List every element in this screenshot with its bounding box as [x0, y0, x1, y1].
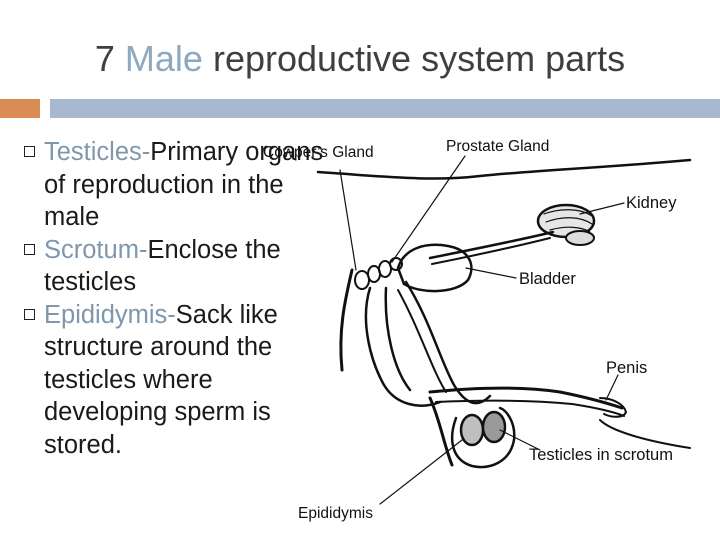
- title-highlight: Male: [124, 38, 203, 79]
- label-penis: Penis: [606, 359, 648, 377]
- bladder-shape: [396, 243, 473, 293]
- title-number: 7: [94, 38, 115, 79]
- ureter: [428, 230, 555, 260]
- checkbox-icon: [24, 243, 35, 255]
- ureter-inner: [431, 237, 551, 265]
- label-epididymis: Epididymis: [298, 505, 373, 522]
- accent-bar-orange: [0, 99, 40, 118]
- testicle-shapes: [459, 410, 507, 447]
- epididymis-leader: [379, 439, 463, 505]
- penis-tip: [599, 397, 627, 418]
- abdomen-curve: [339, 268, 354, 372]
- bullet-text: Enclose the testicles: [44, 235, 281, 297]
- prostate-leader: [391, 155, 466, 263]
- kidney-leader: [579, 202, 625, 215]
- vas-deferens-long: [404, 280, 492, 405]
- label-bladder: Bladder: [519, 270, 576, 288]
- bullet-list: Testicles-Primary organs of reproduction…: [22, 136, 332, 461]
- accent-bar-blue: [50, 99, 720, 118]
- bullet-epididymis: Epididymis-Sack like structure around th…: [22, 299, 332, 462]
- bullet-term: Testicles-: [44, 138, 151, 166]
- scrotum-outline: [450, 406, 516, 469]
- kidney-shape: [536, 203, 596, 246]
- checkbox-icon: [24, 308, 35, 320]
- label-testicles: Testicles in scrotum: [529, 446, 673, 464]
- label-cowpers-gland: Cowper’s Gland: [263, 144, 374, 161]
- cowpers-leader: [339, 169, 357, 271]
- bullet-text: Sack like structure around the testicles…: [44, 300, 278, 459]
- title-rest: reproductive system parts: [212, 38, 626, 79]
- checkbox-icon: [24, 146, 35, 157]
- vas-deferens-left: [364, 286, 442, 407]
- vas-deferens-inner: [397, 289, 447, 393]
- urethra-lower: [435, 399, 625, 417]
- bullet-term: Scrotum-: [44, 235, 148, 264]
- bullet-text: Primary organs of reproduction in the ma…: [44, 138, 324, 231]
- vas-deferens-right: [384, 286, 412, 392]
- bullet-scrotum: Scrotum-Enclose the testicles: [22, 234, 332, 299]
- slide-title: 7 Male reproductive system parts: [0, 38, 720, 80]
- body-outline: [316, 158, 692, 180]
- bullet-testicles: Testicles-Primary organs of reproduction…: [22, 136, 332, 234]
- cowpers-gland-shape: [354, 257, 403, 290]
- testicles-leader: [499, 429, 541, 451]
- penis-leader: [605, 374, 619, 401]
- back-curve: [428, 396, 454, 467]
- bladder-leader: [465, 267, 517, 279]
- label-prostate-gland: Prostate Gland: [446, 138, 550, 155]
- leg-line: [599, 419, 691, 449]
- bullet-term: Epididymis-: [44, 300, 176, 329]
- label-kidney: Kidney: [626, 194, 677, 212]
- urethra: [428, 386, 624, 410]
